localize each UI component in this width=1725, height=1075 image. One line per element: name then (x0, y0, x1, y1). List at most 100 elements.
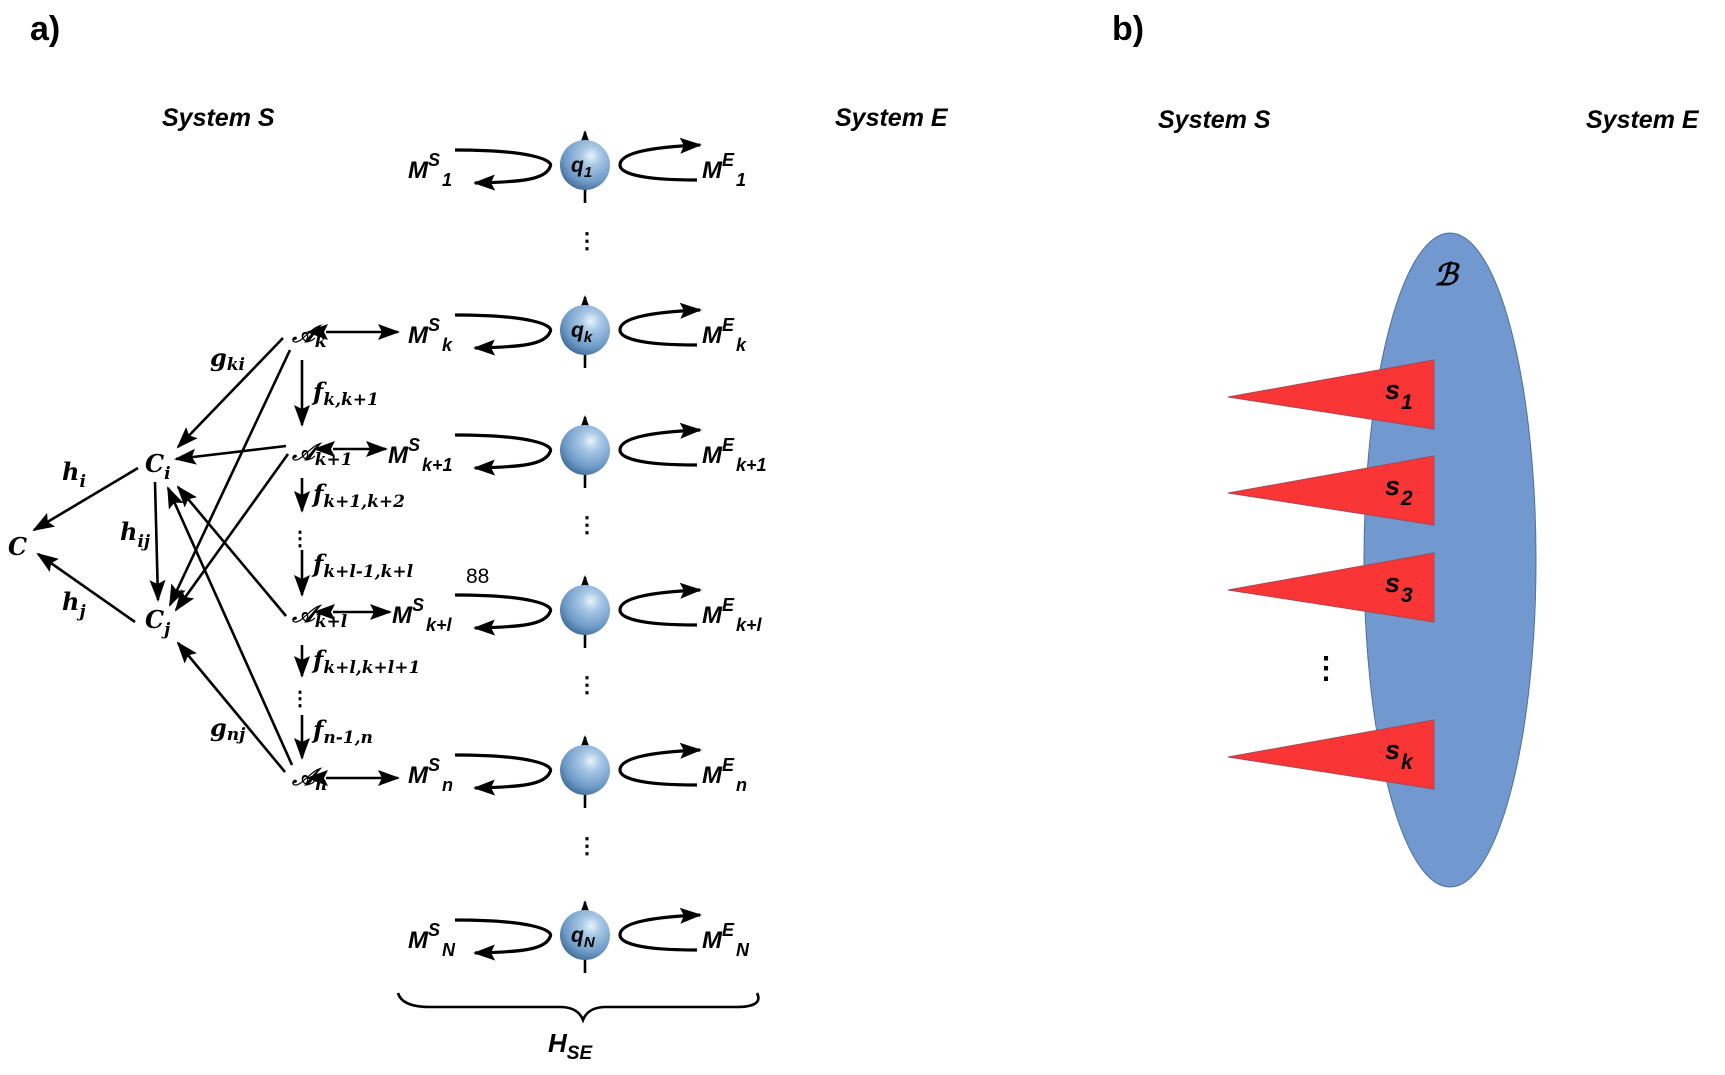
ms-label: MSn (408, 755, 453, 795)
system-e-measurement-loop (618, 742, 702, 787)
subsystem-wedge (1227, 719, 1435, 790)
ms-label: MSN (408, 920, 456, 960)
f-label-n1-n: fn-1,n (311, 715, 373, 748)
subsystem-label: s1 (1385, 375, 1413, 414)
boundary-label: ℬ (1434, 258, 1460, 293)
qubit-row: qN MSN MEN (408, 900, 750, 973)
subsystem-label: sk (1385, 735, 1414, 774)
subsystem-group: s1 s2 s3 sk (1227, 359, 1435, 790)
system-s-measurement-loop (454, 593, 553, 636)
qubit-sphere (560, 425, 610, 475)
ms-label: MSk (408, 315, 453, 355)
system-s-measurement-loop (454, 148, 553, 191)
edge-label-gnj: gnj (210, 713, 246, 745)
ellipsis-a-chain-2: ⋮ (290, 686, 310, 710)
edge-ak-cj (168, 349, 292, 607)
c-node: C (8, 532, 27, 561)
edge-label-gki: gki (210, 343, 245, 375)
subsystem: s3 (1227, 552, 1435, 623)
ellipsis-q1-qk: ⋮ (576, 228, 598, 254)
system-s-measurement-loop (454, 753, 553, 796)
f-label-k-k1: fk,k+1 (311, 377, 379, 410)
f-label-kl1-kl: fk+l-1,k+l (311, 549, 414, 582)
hse-label: HSE (548, 1028, 593, 1064)
qubit-sphere (560, 140, 610, 190)
edge-ak1-cj (174, 453, 290, 612)
system-s-measurement-loop (454, 313, 553, 356)
panel-b-label: b) (1112, 10, 1144, 48)
me-label: MEk+l (702, 595, 763, 635)
a-node-chain: 𝒜k 𝒜k+1 𝒜k+l 𝒜n ⋮ ⋮ fk,k+1 fk+1,k+2 fk+l… (290, 319, 420, 795)
edge-ci-cj (149, 481, 166, 602)
edge-label-hij: hij (120, 517, 151, 552)
panel-b-system-s-title: System S (1158, 106, 1271, 134)
qubit-sphere (560, 585, 610, 635)
qubit-label: q1 (571, 154, 592, 181)
ellipsis-a-chain-1: ⋮ (290, 526, 310, 550)
panel-a-system-e-title: System E (835, 104, 949, 132)
a-node-kl: 𝒜k+l (291, 599, 348, 632)
subsystem-wedge (1227, 359, 1435, 430)
f-label-k1-k2: fk+1,k+2 (311, 479, 405, 512)
f-label-kl-kl1: fk+l,k+l+1 (311, 645, 420, 678)
me-label: MEk+1 (702, 435, 767, 475)
subsystem-label: s2 (1385, 471, 1413, 510)
edge-label-hj: hj (62, 587, 86, 622)
edge-an-ci (166, 486, 294, 766)
ellipsis-qn-qN: ⋮ (576, 833, 598, 859)
qubit-row: MSk+1 MEk+1 (388, 415, 767, 488)
boundary-ellipse (1363, 232, 1537, 888)
qubit-label: qk (571, 319, 593, 346)
qubit-sphere (560, 910, 610, 960)
c-graph: C Ci Cj hi hj hij gki gnj (8, 337, 294, 773)
qubit-sphere (560, 305, 610, 355)
me-label: MEn (702, 755, 747, 795)
edge-label-hi: hi (62, 457, 86, 492)
system-e-measurement-loop (618, 582, 702, 627)
edge-ak-ci (176, 337, 284, 449)
a-node-n: 𝒜n (291, 762, 327, 795)
subsystem-label: s3 (1385, 568, 1413, 607)
system-s-measurement-loop (454, 433, 553, 476)
qubit-sphere (560, 745, 610, 795)
system-s-measurement-loop (454, 918, 553, 961)
hse-brace (396, 992, 760, 1024)
panel-a-system-s-title: System S (162, 104, 275, 132)
a-node-k: 𝒜k (291, 319, 327, 352)
subsystem-wedge (1227, 552, 1435, 623)
qubit-label: qN (571, 924, 596, 951)
subsystem: s1 (1227, 359, 1435, 430)
qubit-row: MSn MEn (408, 735, 747, 808)
subsystem-wedge (1227, 455, 1435, 526)
edge-akl-ci (176, 485, 287, 617)
system-e-measurement-loop (618, 137, 702, 182)
me-label: MEk (702, 315, 747, 355)
edge-cj-c (36, 552, 136, 624)
edge-ci-c (32, 466, 139, 532)
cj-node: Cj (145, 605, 171, 640)
system-e-measurement-loop (618, 422, 702, 467)
qubit-row: qk MSk MEk (408, 295, 747, 368)
subsystem: sk (1227, 719, 1435, 790)
ellipsis-qkl-qn: ⋮ (576, 672, 598, 698)
ci-node: Ci (145, 449, 171, 484)
ellipsis-qk1-qkl: ⋮ (576, 512, 598, 538)
ms-label: MSk+1 (388, 435, 453, 475)
panel-a-label: a) (30, 10, 60, 48)
qubit-row: MSk+l MEk+l (392, 575, 763, 648)
a-node-k1: 𝒜k+1 (291, 437, 353, 470)
subsystem-ellipsis: ⋮ (1311, 651, 1341, 686)
system-e-measurement-loop (618, 302, 702, 347)
ms-label: MS1 (408, 150, 452, 190)
subsystem: s2 (1227, 455, 1435, 526)
stray-number: 88 (466, 565, 489, 588)
ms-label: MSk+l (392, 595, 453, 635)
qubit-row: q1 MS1 ME1 (408, 130, 746, 203)
edge-an-cj (176, 641, 287, 773)
system-e-measurement-loop (618, 907, 702, 952)
me-label: MEN (702, 920, 750, 960)
panel-b-system-e-title: System E (1586, 106, 1700, 134)
me-label: ME1 (702, 150, 746, 190)
